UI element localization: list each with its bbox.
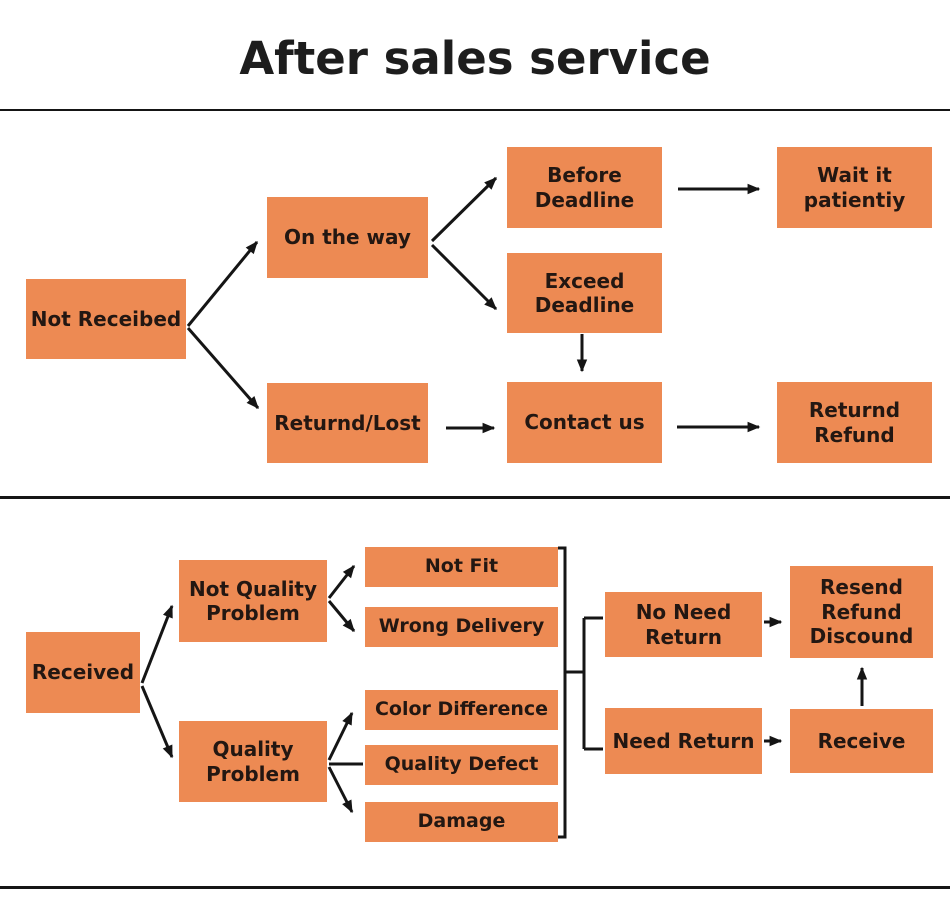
node-returned-lost: Returnd/Lost [267, 383, 428, 463]
arrow-nqp-to-notfit [327, 564, 356, 599]
bottom-divider-line [0, 886, 950, 889]
node-not-received: Not Receibed [26, 279, 186, 359]
bracket-group-reasons [558, 546, 567, 839]
arrow-ontheway-to-exceeddeadline [430, 243, 498, 311]
node-receive: Receive [790, 709, 933, 773]
node-quality-problem: Quality Problem [179, 721, 327, 802]
arrow-received-to-notqualityproblem [140, 604, 174, 684]
node-contact-us: Contact us [507, 382, 662, 463]
node-damage: Damage [365, 802, 558, 842]
node-returned-refund: Returnd Refund [777, 382, 932, 463]
node-need-return: Need Return [605, 708, 762, 774]
node-wrong-delivery: Wrong Delivery [365, 607, 558, 647]
node-color-difference: Color Difference [365, 690, 558, 730]
node-not-fit: Not Fit [365, 547, 558, 587]
node-not-quality-problem: Not Quality Problem [179, 560, 327, 642]
arrow-received-to-qualityproblem [140, 685, 174, 759]
page-title: After sales service [239, 32, 711, 85]
node-on-the-way: On the way [267, 197, 428, 278]
arrow-ontheway-to-beforedeadline [430, 176, 498, 243]
title-divider-line [0, 109, 950, 111]
node-no-need-return: No Need Return [605, 592, 762, 657]
section-divider-line [0, 496, 950, 499]
node-quality-defect: Quality Defect [365, 745, 558, 785]
node-resend-refund-discound: Resend Refund Discound [790, 566, 933, 658]
node-exceed-deadline: Exceed Deadline [507, 253, 662, 333]
arrow-nqp-to-wrongdelivery [327, 600, 356, 632]
arrow-qp-to-damage [327, 766, 354, 814]
node-before-deadline: Before Deadline [507, 147, 662, 228]
node-received: Received [26, 632, 140, 713]
arrow-notreceived-to-ontheway [186, 240, 259, 327]
arrow-qp-to-colordifference [327, 711, 354, 761]
node-wait-it-patiently: Wait it patientiy [777, 147, 932, 228]
arrow-notreceived-to-returnedlost [186, 327, 260, 409]
